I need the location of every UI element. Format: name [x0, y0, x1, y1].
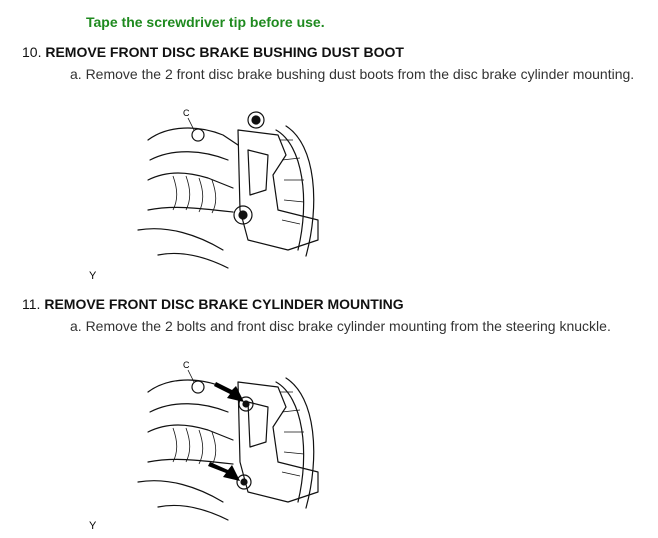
- step-10-callout: C: [183, 108, 190, 118]
- step-11-illustration: C: [128, 352, 338, 528]
- step-10-illustration: C: [128, 100, 338, 270]
- step-10-heading: 10. REMOVE FRONT DISC BRAKE BUSHING DUST…: [22, 44, 404, 60]
- arrow-icon: [208, 462, 240, 481]
- step-10-figure-label: Y: [89, 270, 97, 282]
- caution-note: Tape the screwdriver tip before use.: [86, 14, 325, 30]
- step-10-title: REMOVE FRONT DISC BRAKE BUSHING DUST BOO…: [45, 44, 404, 60]
- step-11-heading: 11. REMOVE FRONT DISC BRAKE CYLINDER MOU…: [22, 296, 404, 312]
- step-11-callout: C: [183, 360, 190, 370]
- arrow-icon: [214, 382, 244, 402]
- step-10-number: 10.: [22, 44, 42, 60]
- step-11-title: REMOVE FRONT DISC BRAKE CYLINDER MOUNTIN…: [44, 296, 404, 312]
- step-11-figure-label: Y: [89, 520, 97, 532]
- step-11-number: 11.: [22, 296, 41, 312]
- step-11-substep: a. Remove the 2 bolts and front disc bra…: [70, 318, 611, 334]
- step-10-substep: a. Remove the 2 front disc brake bushing…: [70, 66, 635, 82]
